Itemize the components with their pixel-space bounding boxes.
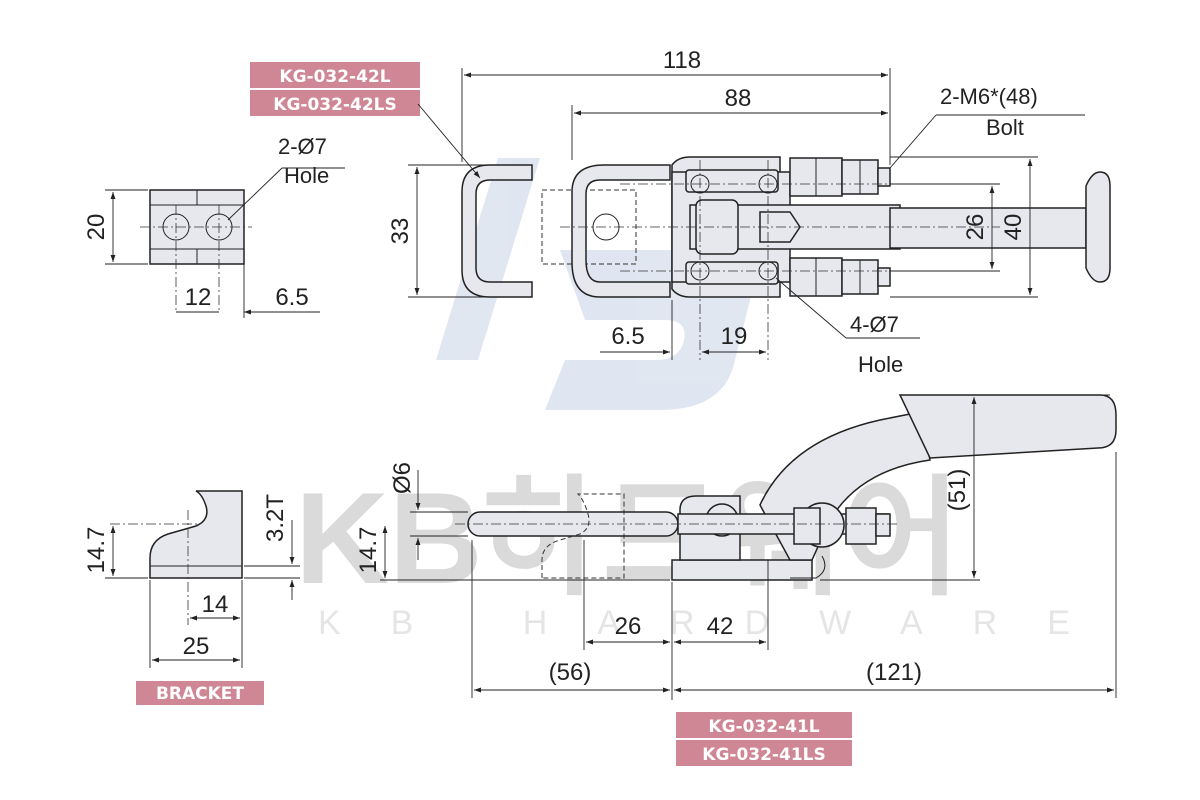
dim-side-14-7: 14.7 [355,527,382,574]
dim-top-inner: 26 [962,214,989,241]
label-top-models: KG-032-42L KG-032-42LS [250,62,481,179]
dim-bracket-top-6-5: 6.5 [275,284,308,311]
note-bolt-2: Bolt [986,115,1024,140]
bracket-top-view: 20 12 6.5 2-Ø7 Hole [83,134,345,318]
dim-top-6-5: 6.5 [611,323,644,350]
note-bracket-holes-1: 2-Ø7 [278,134,327,159]
dim-top-base: 88 [725,85,752,112]
watermark-logo-k [436,158,540,360]
bracket-side-view: 14.7 3.2T 14 25 [83,490,300,668]
dim-side-121: (121) [866,659,922,686]
watermark-sub-text: KB HARDWARE [318,604,1120,642]
label-bracket-text: BRACKET [156,684,244,704]
dim-bracket-side-thickness: 3.2T [262,494,289,542]
label-bottom-models: KG-032-41L KG-032-41LS [676,712,852,766]
label-top-model-2: KG-032-42LS [273,95,396,115]
note-base-holes-2: Hole [858,352,903,377]
dim-bracket-top-12: 12 [185,284,212,311]
dim-side-rod-dia: Ø6 [389,462,416,494]
dim-bracket-side-width: 25 [183,633,210,660]
note-bolt-1: 2-M6*(48) [940,84,1038,109]
dim-bracket-side-height: 14.7 [83,527,110,574]
latch-side-view: Ø6 14.7 26 42 (56) (121) (51) [355,394,1117,700]
dim-side-56: (56) [549,659,592,686]
label-bracket: BRACKET [136,681,264,705]
dim-top-19: 19 [721,323,748,350]
label-bottom-model-2: KG-032-41LS [702,745,825,765]
dim-side-42: 42 [707,613,734,640]
dim-top-height: 33 [387,218,414,245]
label-top-model-1: KG-032-42L [279,67,390,87]
dim-side-26: 26 [615,613,642,640]
label-bottom-model-1: KG-032-41L [708,717,819,737]
dim-top-outer: 40 [1000,214,1027,241]
dim-top-overall: 118 [663,47,701,74]
note-base-holes-1: 4-Ø7 [850,312,899,337]
note-bracket-holes-2: Hole [284,163,329,188]
dim-side-51: (51) [944,469,971,512]
dim-bracket-side-14: 14 [202,591,229,618]
latch-top-view: 118 88 33 26 40 6.5 19 2-M6*(48) Bolt 4-… [387,47,1111,377]
dim-bracket-top-height: 20 [83,214,110,241]
